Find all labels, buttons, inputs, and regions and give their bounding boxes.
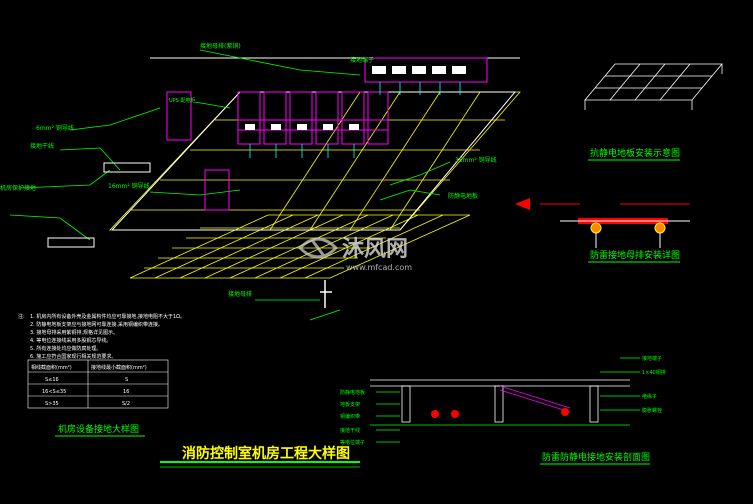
label-cabinet: UPS 配电柜 bbox=[169, 97, 195, 104]
label-wire6: 6mm² 铜导线 bbox=[36, 124, 74, 132]
table-cell-1-1: S≤16 bbox=[45, 377, 59, 383]
title-antistatic-floor: 抗静电地板安装示意图 bbox=[590, 147, 680, 159]
detail-label-g: 铜编织带 bbox=[340, 413, 360, 420]
label-busbar: 接地母排(紫铜) bbox=[200, 42, 241, 50]
table-cell-2-1: 16<S≤35 bbox=[42, 389, 66, 395]
terminal-bars bbox=[47, 162, 151, 248]
note-2: 2. 防静电地板支架应与接地网可靠连接,采用铜编织带连接。 bbox=[30, 321, 163, 328]
note-3: 3. 接地母排采用紫铜排,规格详见图示。 bbox=[30, 329, 118, 336]
main-title: 消防控制室机房工程大样图 bbox=[182, 445, 350, 462]
cyan-drops bbox=[249, 82, 461, 158]
table-cell-3-1: S>35 bbox=[45, 401, 59, 407]
detail-label-d: 膨胀螺栓 bbox=[642, 407, 662, 414]
label-wire16: 16mm² 铜导线 bbox=[108, 182, 150, 190]
detail-label-b: 1×40铜排 bbox=[642, 369, 666, 376]
lightning-bus-view bbox=[515, 198, 690, 248]
detail-label-i: 等电位端子 bbox=[340, 439, 365, 446]
label-floor: 防静电地板 bbox=[448, 192, 478, 200]
cabinet-row bbox=[166, 57, 488, 211]
ground-table bbox=[27, 359, 169, 409]
table-header-1: 相线截面积(mm²) bbox=[31, 364, 72, 371]
watermark-url: www.mfcad.com bbox=[346, 263, 412, 272]
watermark-logo bbox=[297, 237, 339, 259]
title-grounding-detail: 机房设备接地大样图 bbox=[58, 423, 139, 435]
detail-label-c: 绝缘子 bbox=[642, 393, 657, 400]
label-left-a: 接地干线 bbox=[30, 142, 54, 150]
note-5: 5. 所有连接处均应做防腐处理。 bbox=[30, 345, 101, 352]
detail-label-f: 地板支架 bbox=[340, 401, 360, 408]
notes-heading: 注: bbox=[18, 313, 25, 320]
note-6: 6. 施工应符合国家现行相关规范要求。 bbox=[30, 353, 116, 360]
label-wire35: 35mm² 铜导线 bbox=[455, 156, 497, 164]
antistatic-floor-view bbox=[584, 63, 723, 110]
table-cell-2-2: 16 bbox=[123, 389, 129, 395]
section-leaders bbox=[376, 357, 640, 443]
note-4: 4. 等电位连接线采用多股铜芯导线。 bbox=[30, 337, 111, 344]
table-cell-3-2: S/2 bbox=[122, 401, 130, 407]
section-view bbox=[370, 379, 630, 426]
title-section: 防雷防静电接地安装剖面图 bbox=[542, 451, 650, 463]
leader-lines bbox=[9, 49, 451, 321]
watermark-brand: 沐风网 bbox=[342, 236, 408, 262]
top-terminal-boxes bbox=[245, 66, 466, 130]
detail-label-a: 接地端子 bbox=[642, 355, 662, 362]
label-bar: 接地母排 bbox=[228, 290, 252, 298]
title-lightning-bus: 防雷接地母排安装详图 bbox=[590, 249, 680, 261]
table-header-2: 接地线最小截面积(mm²) bbox=[91, 364, 147, 371]
detail-label-h: 接地干线 bbox=[340, 427, 360, 434]
label-left-b: 机房保护接地 bbox=[0, 184, 36, 192]
label-top-group: 接地端子 bbox=[350, 56, 374, 64]
detail-label-e: 防静电地板 bbox=[340, 389, 365, 396]
floor-grid bbox=[109, 91, 521, 279]
riser bbox=[320, 280, 332, 308]
section-connectors bbox=[431, 408, 569, 418]
note-1: 1. 机房内所有设备外壳及金属构件均应可靠接地,接地电阻不大于1Ω。 bbox=[30, 313, 185, 320]
table-cell-1-2: S bbox=[125, 377, 128, 383]
